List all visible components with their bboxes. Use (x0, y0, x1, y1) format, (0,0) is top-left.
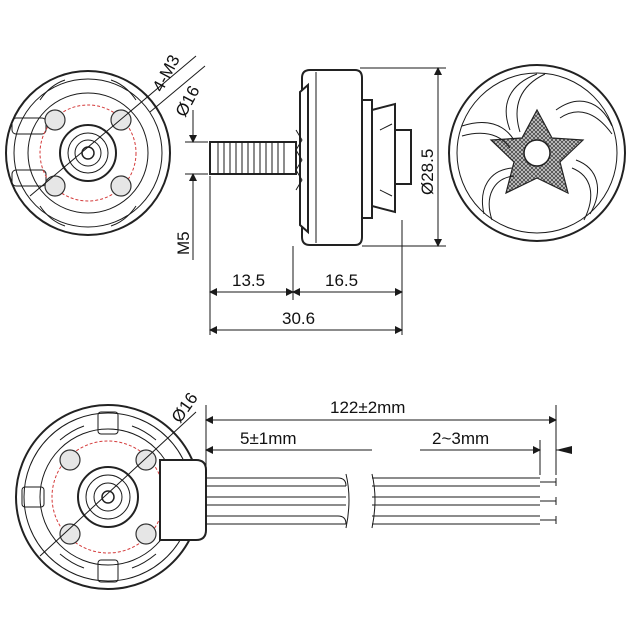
lead-dimensions (205, 405, 572, 475)
outer-diameter-label: Ø28.5 (418, 149, 437, 195)
motor-base-view-bottom (15, 404, 207, 590)
lead-length-label: 122±2mm (330, 398, 405, 417)
shaft-length-label: 13.5 (232, 271, 265, 290)
motor-bell-top-view (448, 64, 626, 242)
total-length-label: 30.6 (282, 309, 315, 328)
motor-side-view (185, 67, 446, 335)
hole-circle-bottom-label: Ø16 (168, 389, 202, 426)
motor-base-view-top (5, 55, 206, 236)
shaft-thread (217, 142, 285, 174)
motor-lead-wires (206, 473, 557, 529)
hole-circle-top-label: Ø16 (172, 83, 204, 120)
strip-length-label: 2~3mm (432, 429, 489, 448)
shaft-thread-label: M5 (174, 231, 193, 255)
body-length-label: 16.5 (325, 271, 358, 290)
sleeve-length-label: 5±1mm (240, 429, 297, 448)
mounting-holes-bottom (59, 449, 157, 545)
